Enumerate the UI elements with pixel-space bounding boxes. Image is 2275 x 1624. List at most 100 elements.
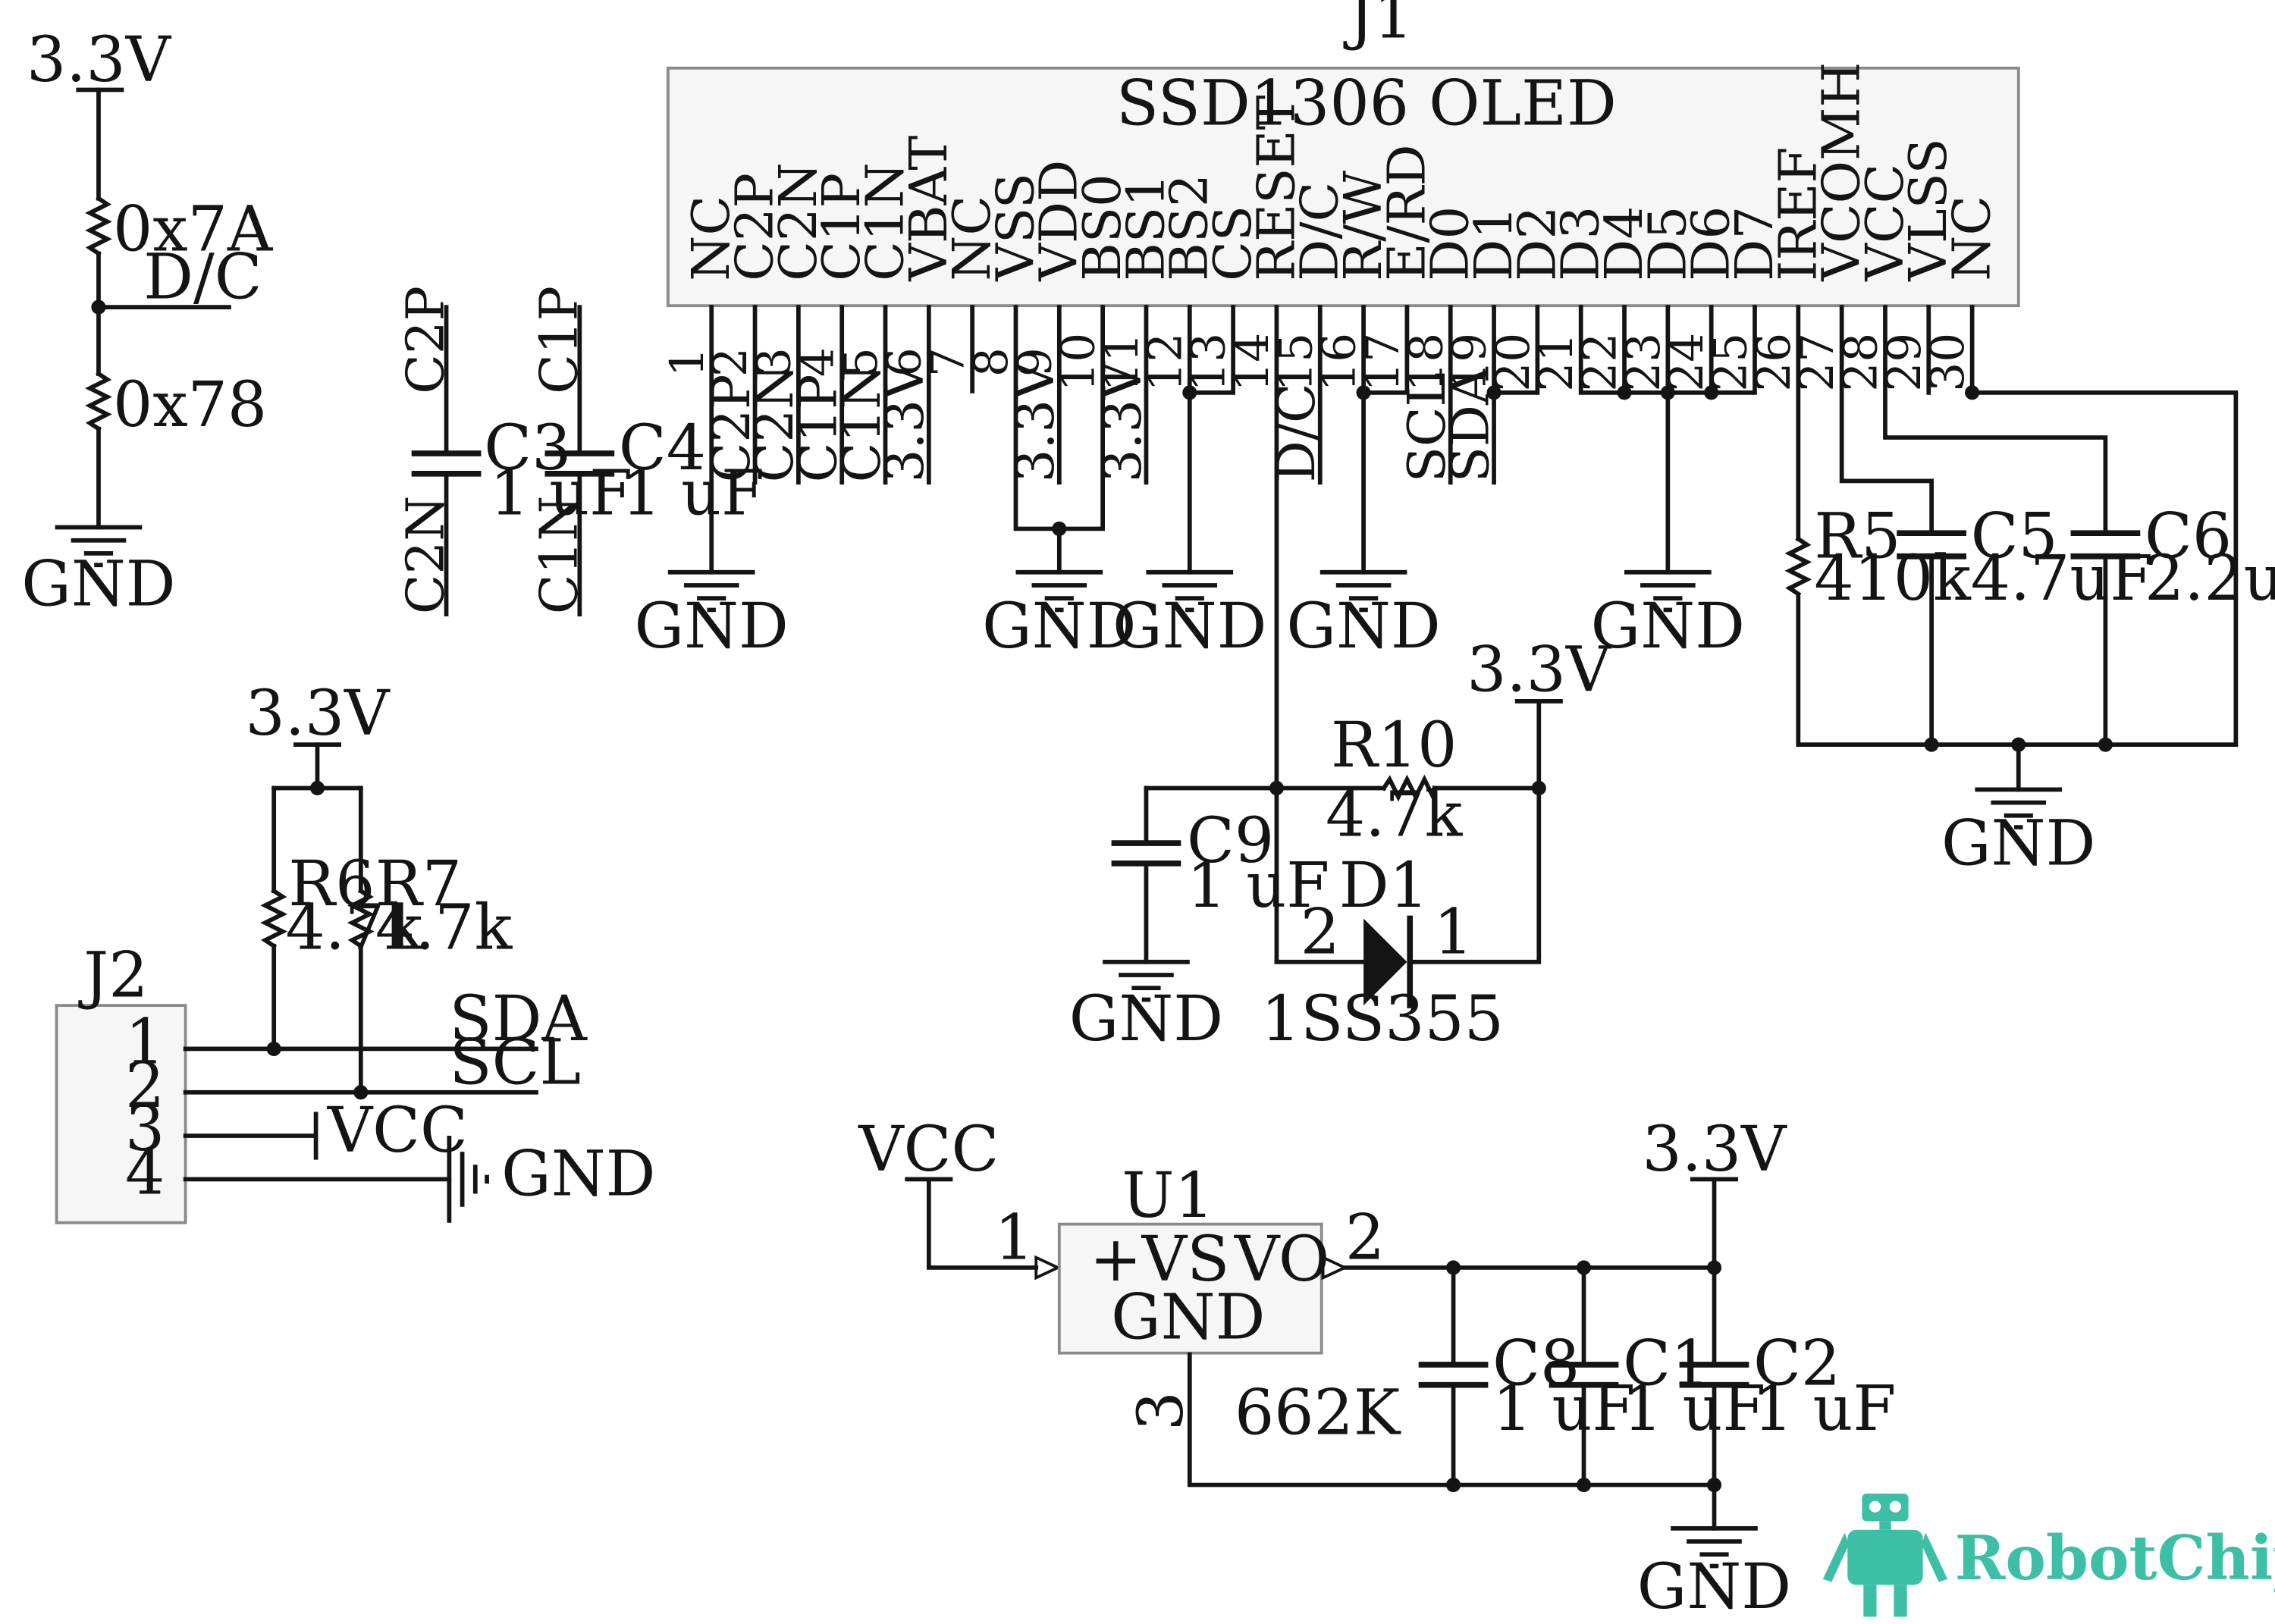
j1-pin-name: D6 xyxy=(1681,206,1742,281)
d1-part: 1SS355 xyxy=(1261,983,1504,1055)
j1-pin-name: C1P xyxy=(811,173,872,281)
net-label-vbat-3v3: 3.3V xyxy=(875,361,936,482)
c4-top-net: C1P xyxy=(529,286,590,394)
c8-value: 1 uF xyxy=(1492,1373,1635,1445)
j1-pin-name: VBAT xyxy=(899,136,959,282)
ground-icon xyxy=(1015,569,1103,613)
net-label-sda: SDA xyxy=(1440,366,1501,482)
j1-pin-name: BS0 xyxy=(1072,174,1133,281)
c6-value: 2.2uF xyxy=(2145,543,2275,615)
c4-value: 1 uF xyxy=(622,457,764,529)
gnd-label-2: GND xyxy=(982,591,1136,663)
c2-ref: C2 xyxy=(1753,1328,1840,1400)
d1-pin-k: 1 xyxy=(1433,896,1473,968)
u1-part: 662K xyxy=(1235,1378,1401,1450)
net-label-c2p: C2P xyxy=(701,375,762,483)
reg-gnd-label: GND xyxy=(1637,1551,1791,1623)
j1-pin-name: D7 xyxy=(1724,206,1785,281)
j1-pin-name: BS2 xyxy=(1159,174,1220,281)
j1-pin-name: VSS xyxy=(985,173,1046,282)
c1-ref: C1 xyxy=(1623,1328,1710,1400)
j1-pin-number: 1 xyxy=(661,347,714,377)
r7-zigzag xyxy=(347,888,375,949)
j1-pin-name: R/W xyxy=(1333,171,1394,281)
j1-pins: NC1C2P2C2N3C1P4C1N5VBAT6NC7VSS8VDD9BS010… xyxy=(661,62,2003,392)
ground-icon xyxy=(447,1136,489,1223)
net-label-c1p: C1P xyxy=(789,375,849,483)
gnd-label-5: GND xyxy=(1591,591,1745,663)
j1-pin-name: D1 xyxy=(1464,206,1524,281)
connector-j1: J1 SSD1306 OLED NC1C2P2C2N3C1P4C1N5VBAT6… xyxy=(661,0,2020,392)
r10-zigzag xyxy=(1380,774,1438,804)
j1-pin-name: VDD xyxy=(1029,160,1090,282)
j1-pin-name: NC xyxy=(1942,196,2003,281)
r7-value: 4.7k xyxy=(375,892,513,964)
r10-ref: R10 xyxy=(1331,710,1457,782)
ground-icon xyxy=(1320,569,1407,613)
addr-gnd-label: GND xyxy=(21,549,175,621)
c3-bottom-net: C2N xyxy=(396,496,457,615)
ground-icon xyxy=(1975,787,2063,829)
bias-network: R5 410k C5 4.7uF C6 2.2uF xyxy=(1784,501,2275,615)
j2-pin-2: 2 xyxy=(125,1050,165,1122)
j1-pin-name: VCOMH xyxy=(1812,62,1872,282)
j1-title: SSD1306 OLED xyxy=(1116,67,1617,140)
j1-body xyxy=(666,66,2020,308)
robot-icon xyxy=(1822,1494,1948,1617)
j1-pin-name: NC xyxy=(942,196,1003,281)
regulator-u1: VCC 1 U1 +VS VO GND 2 3 662K 3.3V C8 1 u… xyxy=(858,1114,1896,1623)
logo-text: RobotChip xyxy=(1955,1522,2275,1594)
bias-gnd-label: GND xyxy=(1941,808,2095,880)
j1-pin-name: D/C xyxy=(1290,182,1351,281)
c1-value: 1 uF xyxy=(1623,1373,1765,1445)
j1-pin-name: C1N xyxy=(855,162,915,281)
j2-gnd-label: GND xyxy=(501,1138,655,1210)
reg-input-label: VCC xyxy=(858,1114,999,1186)
r5-zigzag xyxy=(1784,535,1812,597)
reg-output-label: 3.3V xyxy=(1642,1114,1787,1186)
j1-pin-name: D3 xyxy=(1551,206,1611,281)
j1-pin-name: D5 xyxy=(1637,206,1698,281)
sda-net-label: SDA xyxy=(449,983,588,1055)
c9-ref: C9 xyxy=(1187,805,1274,877)
u1-pin-out: 2 xyxy=(1345,1202,1385,1274)
j1-pin-name: CS xyxy=(1203,205,1263,281)
j2-ref: J2 xyxy=(78,940,148,1012)
j2-pin-4: 4 xyxy=(125,1136,165,1209)
addr-supply-label: 3.3V xyxy=(27,24,172,96)
j1-pin-name: VLSS xyxy=(1898,138,1959,281)
j1-pin-name: RESET xyxy=(1246,95,1307,281)
reset-circuit: 3.3V R10 4.7k C9 1 uF GND D1 1SS355 2 1 xyxy=(1069,634,1612,1055)
j1-pin-name: D2 xyxy=(1507,206,1567,281)
c4-ref: C4 xyxy=(619,412,706,484)
gnd-label-1: GND xyxy=(635,591,789,663)
c4-bottom-net: C1N xyxy=(529,496,590,615)
addr-net-label: D/C xyxy=(143,242,262,314)
i2c-connector: 3.3V R6 4.7k R7 4.7k J2 1 2 3 4 SDA SCL … xyxy=(55,678,656,1224)
ground-icon xyxy=(55,525,143,568)
j1-pin-name: D0 xyxy=(1420,206,1481,281)
ground-symbols: GND GND GND GND GND GND xyxy=(635,569,2095,880)
net-label-dc: D/C xyxy=(1266,383,1327,482)
i2c-supply-label: 3.3V xyxy=(245,678,391,750)
r10-value: 4.7k xyxy=(1326,779,1464,851)
u1-pin-in: 1 xyxy=(994,1202,1034,1274)
u1-vs: +VS xyxy=(1090,1224,1229,1296)
u1-body xyxy=(1057,1222,1323,1355)
r-bottom-value: 0x78 xyxy=(113,369,267,441)
c9-value: 1 uF xyxy=(1187,850,1329,922)
reset-gnd-label: GND xyxy=(1069,983,1223,1055)
net-label-c2n: C2N xyxy=(745,364,805,483)
r-top-zigzag xyxy=(85,195,112,257)
r-top-value: 0x7A xyxy=(113,194,274,266)
ground-icon xyxy=(1624,569,1712,613)
u1-vo: VO xyxy=(1234,1224,1329,1296)
address-select: 3.3V 0x7A D/C 0x78 GND xyxy=(21,24,274,621)
c3-top-net: C2P xyxy=(396,286,457,394)
u1-gnd: GND xyxy=(1111,1282,1265,1354)
c3-value: 1 uF xyxy=(490,457,632,529)
j2-pin-1: 1 xyxy=(125,1007,165,1079)
d1-pin-a: 2 xyxy=(1301,896,1340,968)
ground-icon xyxy=(1146,569,1234,613)
